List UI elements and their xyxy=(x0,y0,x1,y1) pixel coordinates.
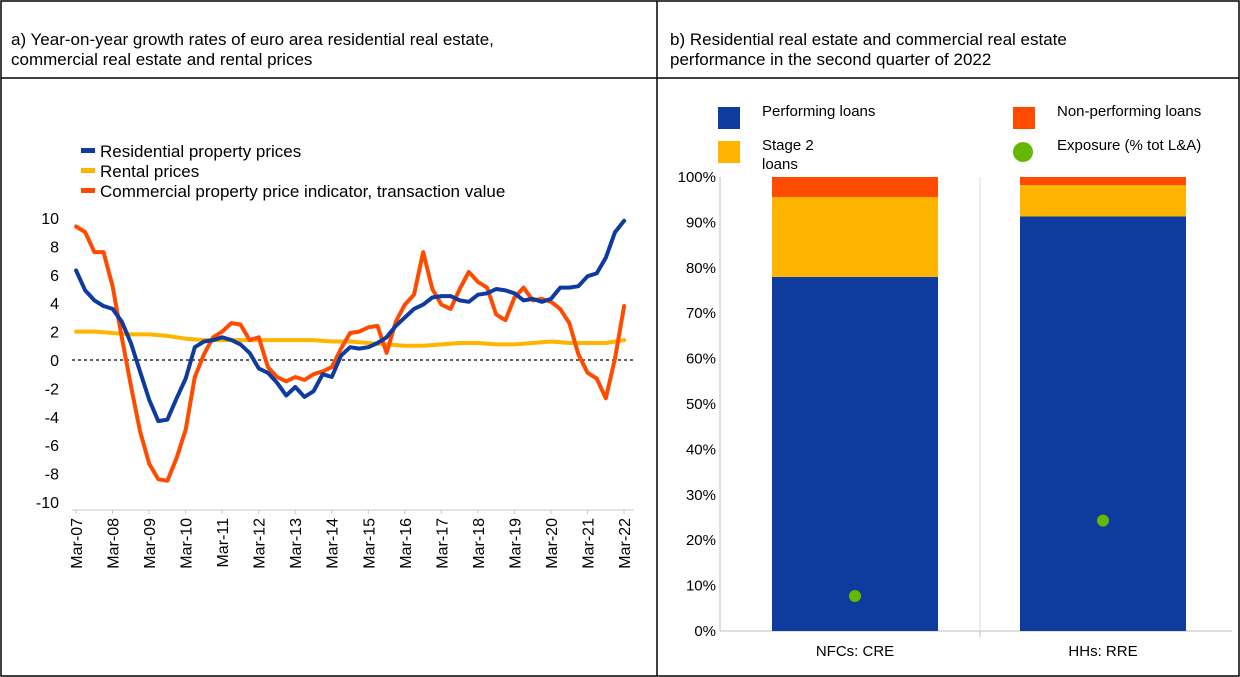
y-tick-label: -4 xyxy=(45,410,59,427)
x-tick-label: Mar-22 xyxy=(617,518,634,569)
y-tick-label: 60% xyxy=(686,351,716,368)
legend-label: Commercial property price indicator, tra… xyxy=(100,182,505,201)
legend-label: Exposure (% tot L&A) xyxy=(1057,137,1201,154)
y-tick-label: 8 xyxy=(50,239,59,256)
legend-swatch xyxy=(1013,142,1033,162)
series-line xyxy=(74,218,627,424)
x-tick-label: Mar-11 xyxy=(215,518,232,568)
x-tick-label: Mar-10 xyxy=(179,518,196,569)
legend-swatch xyxy=(718,141,740,163)
y-tick-label: 50% xyxy=(686,396,716,413)
bar-segment xyxy=(1020,216,1186,632)
y-tick-label: 70% xyxy=(686,305,716,322)
legend-label: Performing loans xyxy=(762,103,875,120)
legend-swatch xyxy=(1013,107,1035,129)
y-tick-label: -2 xyxy=(45,381,59,398)
legend-label: Non-performing loans xyxy=(1057,103,1201,120)
x-tick-label: Mar-20 xyxy=(544,518,561,569)
y-tick-label: 4 xyxy=(50,296,59,313)
bar-segment xyxy=(1020,185,1186,217)
legend-label: Rental prices xyxy=(100,162,199,181)
y-tick-label: 10% xyxy=(686,578,716,595)
legend-swatch xyxy=(81,148,95,153)
y-tick-label: -10 xyxy=(36,495,59,512)
x-category-label: HHs: RRE xyxy=(1068,643,1137,660)
x-category-label: NFCs: CRE xyxy=(816,643,894,660)
panel-a-title: a) Year-on-year growth rates of euro are… xyxy=(11,30,494,69)
y-tick-label: 30% xyxy=(686,487,716,504)
y-tick-label: 2 xyxy=(50,325,59,342)
legend-label: Residential property prices xyxy=(100,142,301,161)
series-line xyxy=(74,329,627,348)
y-tick-label: 100% xyxy=(678,169,716,186)
y-tick-label: -8 xyxy=(45,467,59,484)
x-tick-label: Mar-09 xyxy=(142,518,159,569)
y-tick-label: 80% xyxy=(686,260,716,277)
exposure-marker xyxy=(1097,514,1109,527)
x-tick-label: Mar-13 xyxy=(288,518,305,569)
bar-segment xyxy=(772,196,938,277)
bar-segment xyxy=(1020,177,1186,186)
bar-segment xyxy=(772,177,938,197)
panel-b-title: b) Residential real estate and commercia… xyxy=(670,30,1067,69)
x-tick-label: Mar-07 xyxy=(69,518,86,569)
y-tick-label: 10 xyxy=(41,211,59,228)
legend-swatch xyxy=(718,107,740,129)
y-tick-label: 0 xyxy=(50,353,59,370)
y-tick-label: 6 xyxy=(50,268,59,285)
y-tick-label: 90% xyxy=(686,214,716,231)
x-tick-label: Mar-19 xyxy=(507,518,524,569)
x-tick-label: Mar-15 xyxy=(361,518,378,569)
y-tick-label: -6 xyxy=(45,438,59,455)
x-tick-label: Mar-14 xyxy=(325,518,342,569)
x-tick-label: Mar-21 xyxy=(580,518,597,569)
x-tick-label: Mar-18 xyxy=(471,518,488,569)
x-tick-label: Mar-12 xyxy=(252,518,269,569)
legend-swatch xyxy=(81,188,95,193)
x-tick-label: Mar-08 xyxy=(106,518,123,569)
y-tick-label: 0% xyxy=(694,623,716,640)
bar-segment xyxy=(772,276,938,631)
legend-swatch xyxy=(81,168,95,173)
x-tick-label: Mar-16 xyxy=(398,518,415,569)
y-tick-label: 40% xyxy=(686,441,716,458)
y-tick-label: 20% xyxy=(686,532,716,549)
exposure-marker xyxy=(849,590,861,603)
x-tick-label: Mar-17 xyxy=(434,518,451,569)
